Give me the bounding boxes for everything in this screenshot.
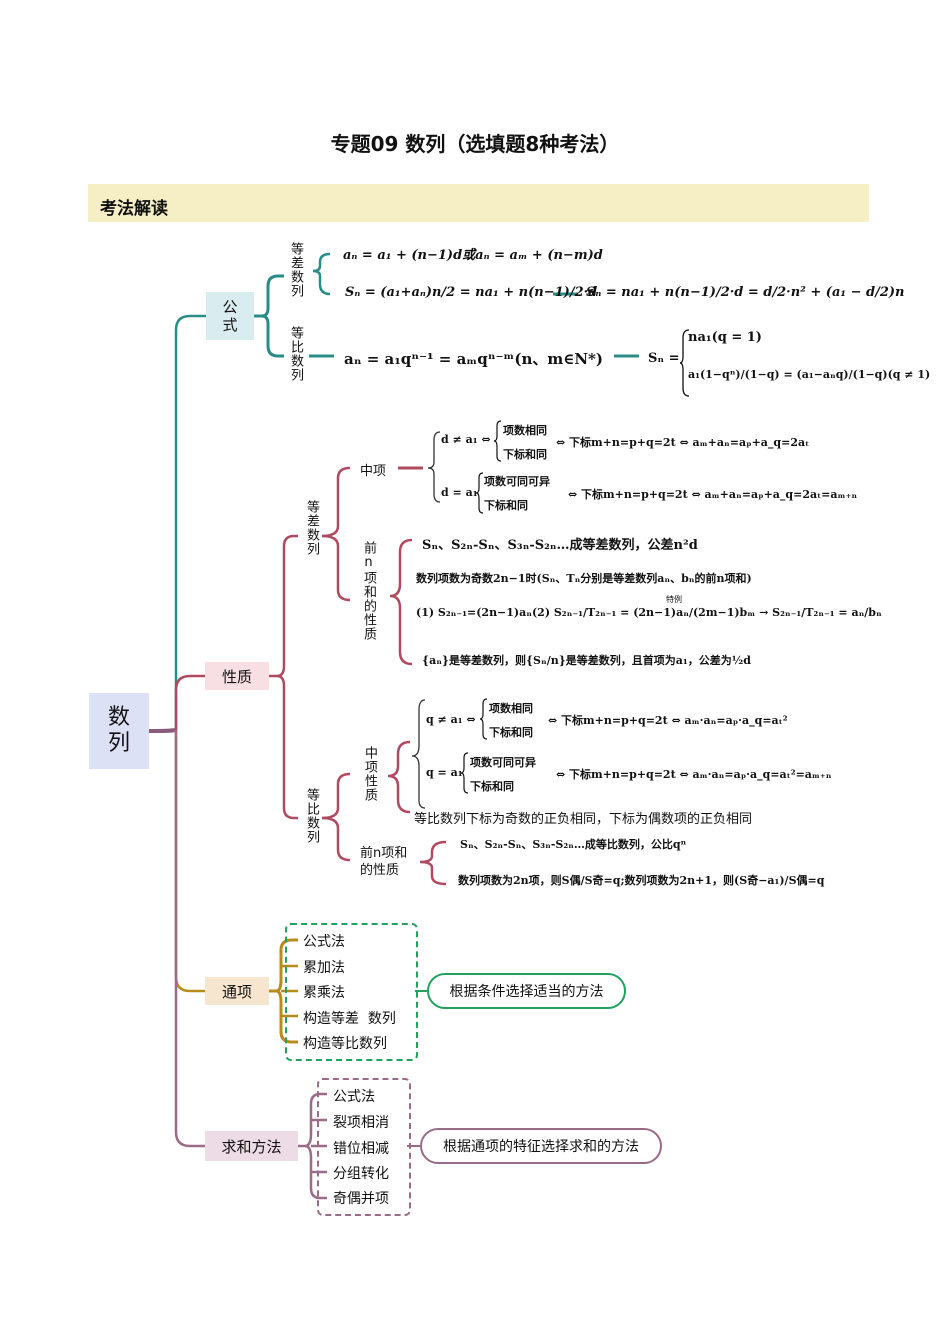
tongxiang-item: 累加法 (303, 960, 345, 976)
formula-sum-arith-expanded: Sₙ = na₁ + n(n−1)/2·d = d/2·n² + (a₁ − d… (586, 285, 905, 300)
tongxiang-item: 构造等差 数列 (303, 1011, 396, 1027)
brace-sum-geo (680, 329, 690, 397)
dc-mid-2-option-a: 项数可同可异 (484, 475, 550, 488)
label-dengbi-gongshi: 等比数列 (288, 326, 303, 382)
document-title: 专题09 数列（选填题8种考法） (330, 132, 620, 156)
section-label: 考法解读 (100, 199, 168, 219)
tongxiang-item: 构造等比数列 (303, 1036, 387, 1052)
brace-dc-mid-1 (494, 420, 502, 462)
db-mid-2-result: ⇔ 下标m+n=p+q=2t ⇔ aₘ·aₙ=aₚ·a_q=aₜ²=aₘ₊ₙ (556, 768, 832, 781)
label-dengcha-gongshi: 等差数列 (288, 242, 303, 298)
dc-mid-2-result: ⇔ 下标m+n=p+q=2t ⇔ aₘ+aₙ=aₚ+a_q=2aₜ=aₘ₊ₙ (568, 488, 858, 501)
dc-mid-1-result: ⇔ 下标m+n=p+q=2t ⇔ aₘ+aₙ=aₚ+a_q=2aₜ (556, 436, 810, 449)
dc-mid-condition-1: d ≠ a₁ ⇔ (441, 433, 491, 446)
dc-sum-property-4: {aₙ}是等差数列，则{Sₙ/n}是等差数列，且首项为a₁，公差为½d (422, 654, 751, 667)
label-qian-n-sum-arith: 前n项和的性质 (361, 541, 376, 641)
tongxiang-methods-box (285, 923, 418, 1061)
qiuhe-methods-box (317, 1078, 411, 1216)
label-qian-n-sum-geo: 前n项和的性质 (360, 846, 408, 878)
db-sum-property-2: 数列项数为2n项，则S偶/S奇=q;数列项数为2n+1，则(S奇−a₁)/S偶=… (458, 874, 825, 887)
dc-sum-property-3: (1) S₂ₙ₋₁=(2n−1)aₙ(2) S₂ₙ₋₁/T₂ₙ₋₁ = (2n−… (416, 606, 882, 619)
tongxiang-item: 公式法 (303, 934, 345, 950)
qiuhe-item: 分组转化 (333, 1166, 389, 1182)
brace-db-mid-1 (480, 698, 488, 740)
db-mid-condition-1: q ≠ a₁ ⇔ (426, 713, 476, 726)
brace-db-mid-2 (461, 752, 469, 794)
tongxiang-item: 累乘法 (303, 985, 345, 1001)
db-mid-condition-2: q = a₁ (426, 766, 463, 779)
dc-sum-special-case-label: 特例 (666, 595, 682, 604)
label-dengcha-xingzhi: 等差数列 (304, 500, 319, 556)
db-mid-property-3: 等比数列下标为奇数的正负相同，下标为偶数项的正负相同 (414, 812, 753, 827)
dc-mid-2-option-b: 下标和同 (484, 499, 528, 512)
db-mid-1-option-a: 项数相同 (489, 702, 533, 715)
label-zhongxiang: 中项 (360, 464, 387, 479)
label-zhongxiang-xingzhi: 中项性质 (362, 746, 377, 802)
brace-dc-mid-2 (476, 472, 484, 514)
node-tongxiang: 通项 (205, 977, 269, 1005)
section-header-bar (88, 184, 869, 222)
root-node-shulie: 数 列 (89, 693, 149, 769)
qiuhe-note: 根据通项的特征选择求和的方法 (420, 1128, 662, 1164)
dc-mid-1-option-a: 项数相同 (503, 424, 547, 437)
db-mid-1-result: ⇔ 下标m+n=p+q=2t ⇔ aₘ·aₙ=aₚ·a_q=aₜ² (548, 714, 788, 727)
node-qiuhe: 求和方法 (205, 1131, 298, 1161)
formula-general-term-arith: aₙ = a₁ + (n−1)d或aₙ = aₘ + (n−m)d (343, 248, 603, 263)
qiuhe-item: 奇偶并项 (333, 1191, 389, 1207)
node-gongshi: 公 式 (206, 292, 254, 340)
tongxiang-note: 根据条件选择适当的方法 (427, 973, 626, 1009)
node-xingzhi: 性质 (205, 662, 269, 690)
formula-general-term-geo: aₙ = a₁qⁿ⁻¹ = aₘqⁿ⁻ᵐ(n、m∈N*) (344, 350, 603, 368)
formula-sum-geo-qne1: a₁(1−qⁿ)/(1−q) = (a₁−aₙq)/(1−q)(q ≠ 1) (688, 368, 931, 381)
qiuhe-item: 裂项相消 (333, 1115, 389, 1131)
db-mid-2-option-b: 下标和同 (470, 780, 514, 793)
dc-sum-property-1: Sₙ、S₂ₙ-Sₙ、S₃ₙ-S₂ₙ…成等差数列，公差n²d (422, 538, 698, 553)
label-dengbi-xingzhi: 等比数列 (304, 788, 319, 844)
formula-sum-arith: Sₙ = (a₁+aₙ)n/2 = na₁ + n(n−1)/2·d (345, 285, 598, 300)
db-mid-2-option-a: 项数可同可异 (470, 756, 536, 769)
db-sum-property-1: Sₙ、S₂ₙ-Sₙ、S₃ₙ-S₂ₙ…成等比数列，公比qⁿ (460, 838, 687, 851)
qiuhe-item: 错位相减 (333, 1141, 389, 1157)
dc-sum-property-2: 数列项数为奇数2n−1时(Sₙ、Tₙ分别是等差数列aₙ、bₙ的前n项和) (416, 572, 752, 585)
dc-mid-1-option-b: 下标和同 (503, 448, 547, 461)
formula-sum-geo-label: Sₙ = (648, 351, 680, 366)
db-mid-1-option-b: 下标和同 (489, 726, 533, 739)
dc-mid-condition-2: d = a₁ (441, 486, 478, 499)
formula-sum-geo-q1: na₁(q = 1) (688, 330, 762, 345)
qiuhe-item: 公式法 (333, 1089, 375, 1105)
